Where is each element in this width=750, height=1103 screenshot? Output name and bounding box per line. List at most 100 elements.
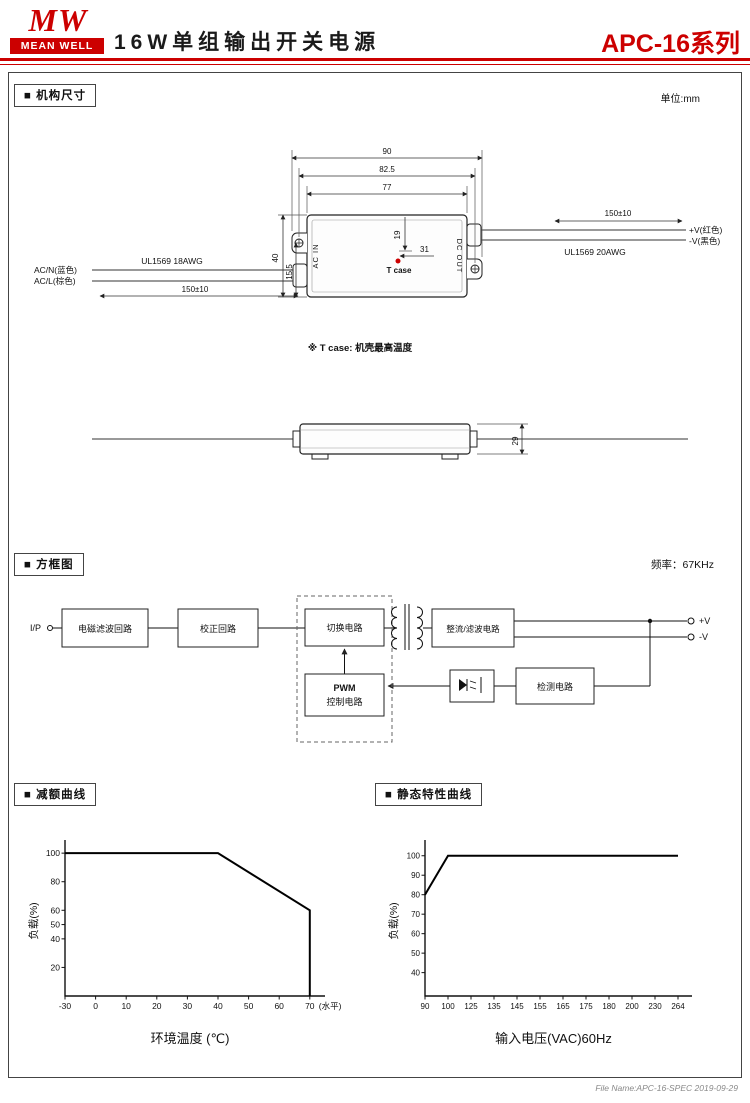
x-tick-label: 145 <box>510 1002 524 1011</box>
chart-axes <box>64 840 325 997</box>
input-terminal <box>47 625 53 631</box>
optocoupler-symbol <box>459 677 482 693</box>
page-title: 16W单组输出开关电源 <box>114 31 381 54</box>
dim-width-outer: 90 <box>383 147 392 156</box>
output-positive-terminal <box>687 617 695 625</box>
unit-body <box>306 214 468 298</box>
body-label-dc-out: DC OUT <box>455 239 464 274</box>
y-tick-label: 20 <box>51 962 61 972</box>
x-tick-label: 30 <box>183 1001 193 1011</box>
input-line-label: AC/L(棕色) <box>34 276 76 286</box>
input-wire-spec: UL1569 18AWG <box>141 256 203 266</box>
strain-relief-input <box>292 263 308 288</box>
rectifier-box <box>431 608 515 648</box>
series-load-vs-ambient-temperature <box>65 852 311 996</box>
dim-lead-out: 150±10 <box>605 209 632 218</box>
block-diagram: I/P 电磁滤波回路 校正回路 切换电路 PWM 控制电路 整流/滤波电路 检测… <box>30 595 710 743</box>
meanwell-logo-mark: MW <box>28 2 88 38</box>
unit-body-inner-edge <box>311 219 463 293</box>
side-foot-left <box>311 453 329 460</box>
section-title-block-diagram: ■ 方框图 <box>14 553 84 576</box>
x-tick-label: 175 <box>579 1002 593 1011</box>
dim-hole-offset: 15.5 <box>285 264 294 280</box>
y-axis-title: 负载(%) <box>387 902 400 939</box>
y-tick-label: 60 <box>51 905 61 915</box>
y-axis-title: 负载(%) <box>27 902 40 939</box>
series-load-vs-input-voltage <box>424 854 678 896</box>
correction-box <box>177 608 259 648</box>
rectifier-label: 整流/滤波电路 <box>446 624 500 634</box>
section-title-static-curve: ■ 静态特性曲线 <box>375 783 483 806</box>
y-tick-label: 90 <box>411 871 420 880</box>
y-tick-label: 40 <box>51 934 61 944</box>
dimension-lines <box>99 155 683 299</box>
x-tick-label: 60 <box>274 1001 284 1011</box>
body-label-ac-in: AC IN <box>311 243 320 268</box>
side-body-lines <box>300 429 470 449</box>
dim-width-holes: 82.5 <box>379 165 395 174</box>
pwm-label-line2: 控制电路 <box>326 696 362 707</box>
y-tick-label: 50 <box>51 920 61 930</box>
optocoupler-box <box>449 669 495 703</box>
dim-tcase-x: 31 <box>420 245 429 254</box>
y-tick-label: 100 <box>46 848 60 858</box>
y-tick-label: 80 <box>51 877 61 887</box>
x-tick-label: 230 <box>648 1002 662 1011</box>
y-tick-label: 50 <box>411 949 420 958</box>
output-positive-label: +V(红色) <box>689 225 722 235</box>
y-tick-label: 70 <box>411 910 420 919</box>
unit-label: 单位:mm <box>660 94 700 105</box>
dim-width-body: 77 <box>383 183 392 192</box>
top-view-unit <box>291 214 483 298</box>
tcase-label: T case <box>387 266 412 275</box>
dashed-group-box <box>296 595 393 743</box>
switching-box <box>304 608 385 647</box>
junction-dot <box>647 618 653 624</box>
switching-label: 切换电路 <box>326 622 362 633</box>
x-tick-label: 180 <box>602 1002 616 1011</box>
y-tick-label: 80 <box>411 891 420 900</box>
detection-box <box>515 667 595 705</box>
y-tick-label: 100 <box>407 852 421 861</box>
output-wires <box>481 229 686 241</box>
x-tick-label: 264 <box>671 1002 685 1011</box>
x-tick-label: 20 <box>152 1001 162 1011</box>
section-title-mechanical: ■ 机构尺寸 <box>14 84 97 107</box>
x-axis-suffix-label: (水平) <box>319 1001 342 1011</box>
output-wire-spec: UL1569 20AWG <box>564 247 626 257</box>
dim-thickness: 29 <box>511 436 520 445</box>
side-cap-left <box>292 430 301 448</box>
header-rule-thin <box>0 64 750 65</box>
output-negative-terminal <box>687 633 695 641</box>
detection-label: 检测电路 <box>537 681 573 692</box>
input-neutral-label: AC/N(蓝色) <box>34 265 77 275</box>
transformer-symbol <box>391 604 423 650</box>
input-terminal-label: I/P <box>30 623 41 633</box>
side-view-unit <box>92 423 688 460</box>
x-axis-title: 输入电压(VAC)60Hz <box>495 1031 612 1046</box>
x-axis-title: 环境温度 (℃) <box>151 1031 230 1046</box>
side-body <box>299 423 471 455</box>
pwm-label-line1: PWM <box>334 683 356 693</box>
correction-label: 校正回路 <box>200 623 236 634</box>
input-wires <box>92 269 293 282</box>
x-tick-label: 50 <box>244 1001 254 1011</box>
side-cap-right <box>469 430 478 448</box>
side-foot-right <box>441 453 459 460</box>
emi-filter-label: 电磁滤波回路 <box>78 623 132 634</box>
meanwell-logo-text: MEAN WELL <box>10 38 104 54</box>
footer-file-info: File Name:APC-16-SPEC 2019-09-29 <box>595 1083 738 1093</box>
x-tick-label: 100 <box>441 1002 455 1011</box>
block-connectors <box>53 620 687 689</box>
x-tick-label: 0 <box>93 1001 98 1011</box>
output-negative-label: -V(黑色) <box>689 236 720 246</box>
x-tick-label: -30 <box>59 1001 72 1011</box>
series-title: APC-16系列 <box>601 30 740 58</box>
y-tick-label: 60 <box>411 930 420 939</box>
x-tick-label: 90 <box>421 1002 430 1011</box>
x-tick-label: 165 <box>556 1002 570 1011</box>
section-title-derating-curve: ■ 减额曲线 <box>14 783 97 806</box>
x-tick-label: 10 <box>121 1001 131 1011</box>
